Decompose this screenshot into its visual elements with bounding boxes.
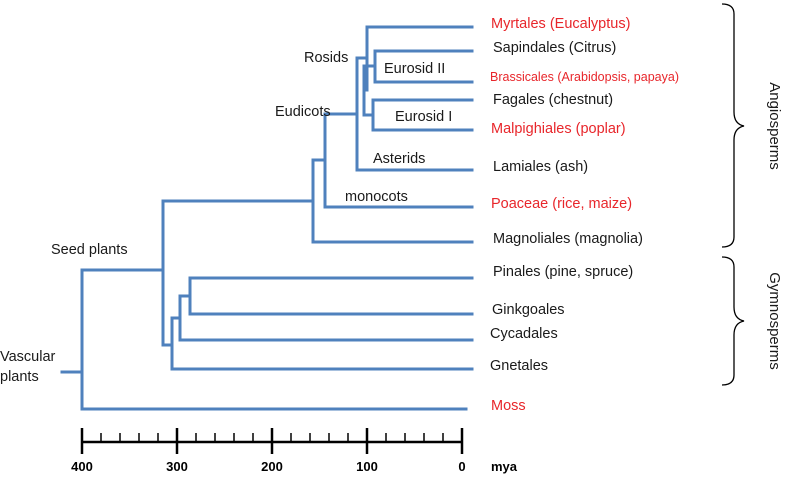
taxon-label: Myrtales (Eucalyptus) <box>491 16 630 32</box>
tick-label-100: 100 <box>356 459 378 474</box>
clade-label-eurosid-ii: Eurosid II <box>384 61 445 77</box>
clade-labels: Rosids Eurosid II Eurosid I Eudicots Ast… <box>0 50 452 385</box>
taxon-label: Sapindales (Citrus) <box>493 40 616 56</box>
taxon-label: Lamiales (ash) <box>493 159 588 175</box>
clade-label-eudicots: Eudicots <box>275 104 331 120</box>
tree-branches <box>60 25 474 411</box>
brace-gymnosperms <box>721 256 745 386</box>
axis-unit-label: mya <box>491 459 518 474</box>
group-label-angiosperms: Angiosperms <box>766 82 783 170</box>
taxon-labels: Myrtales (Eucalyptus) Sapindales (Citrus… <box>490 16 679 414</box>
clade-label-asterids: Asterids <box>373 151 425 167</box>
clade-label-monocots: monocots <box>345 189 408 205</box>
taxon-label: Malpighiales (poplar) <box>491 121 626 137</box>
taxon-label: Pinales (pine, spruce) <box>493 264 633 280</box>
tick-label-0: 0 <box>458 459 465 474</box>
taxon-label: Magnoliales (magnolia) <box>493 231 643 247</box>
tick-label-400: 400 <box>71 459 93 474</box>
tick-label-200: 200 <box>261 459 283 474</box>
clade-label-vascular-line2: plants <box>0 369 39 385</box>
taxon-label: Ginkgoales <box>492 302 565 318</box>
time-axis: 400 300 200 100 0 mya <box>71 428 518 474</box>
clade-label-eurosid-i: Eurosid I <box>395 109 452 125</box>
taxon-label: Moss <box>491 398 526 414</box>
clade-label-rosids: Rosids <box>304 50 348 66</box>
taxon-label: Fagales (chestnut) <box>493 92 613 108</box>
clade-label-seed-plants: Seed plants <box>51 242 128 258</box>
clade-label-vascular-line1: Vascular <box>0 349 56 365</box>
taxon-label: Cycadales <box>490 326 558 342</box>
group-braces: Angiosperms Gymnosperms <box>721 3 783 386</box>
taxon-label: Brassicales (Arabidopsis, papaya) <box>490 70 679 84</box>
group-label-gymnosperms: Gymnosperms <box>766 272 783 370</box>
tick-label-300: 300 <box>166 459 188 474</box>
taxon-label: Poaceae (rice, maize) <box>491 196 632 212</box>
brace-angiosperms <box>721 3 745 248</box>
taxon-label: Gnetales <box>490 358 548 374</box>
